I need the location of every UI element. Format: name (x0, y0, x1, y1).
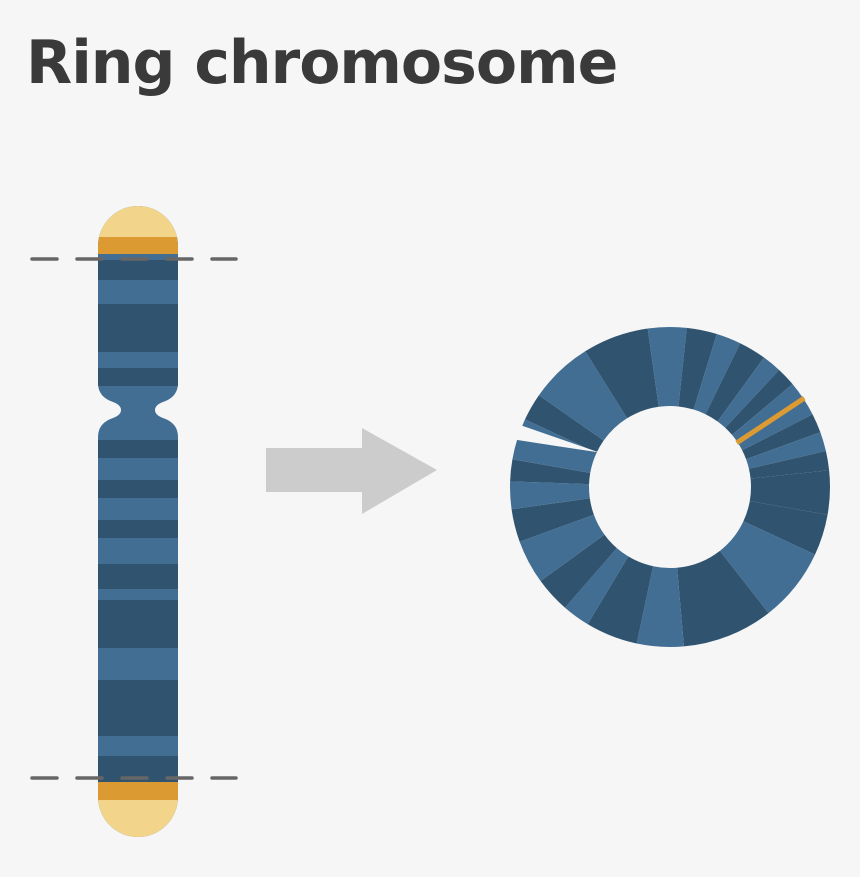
ring-band (510, 481, 590, 510)
ring-band (636, 566, 684, 647)
ring-band (524, 395, 604, 453)
ring-fusion-notch (515, 425, 599, 453)
linear-chromosome (98, 206, 178, 837)
bottom-telomere-band (98, 782, 178, 800)
ring-band (647, 326, 687, 407)
ring-band (510, 459, 591, 485)
ring-band (538, 351, 628, 441)
bottom-telomere (98, 800, 178, 837)
ring-band (565, 548, 629, 625)
ring-band (511, 498, 594, 542)
top-telomere-band (98, 237, 178, 254)
ring-chromosome (510, 326, 830, 647)
ring-band (587, 556, 654, 644)
ring-band (585, 328, 659, 419)
ring-band (693, 333, 741, 415)
right-arrow-icon (266, 428, 437, 514)
ring-junction-stripe (735, 396, 806, 445)
ring-band (746, 432, 826, 469)
ring-band (540, 534, 617, 608)
ring-band (725, 369, 793, 435)
top-telomere (98, 206, 178, 237)
ring-band (678, 327, 717, 410)
page-title: Ring chromosome (26, 28, 618, 98)
ring-band (748, 451, 830, 479)
ring-band (677, 550, 769, 647)
ring-band (742, 414, 821, 460)
ring-band (743, 501, 828, 555)
ring-band (719, 521, 816, 614)
ring-band (749, 470, 830, 515)
ring-band (705, 343, 765, 422)
ring-band (717, 357, 780, 428)
ring-band (519, 514, 605, 582)
